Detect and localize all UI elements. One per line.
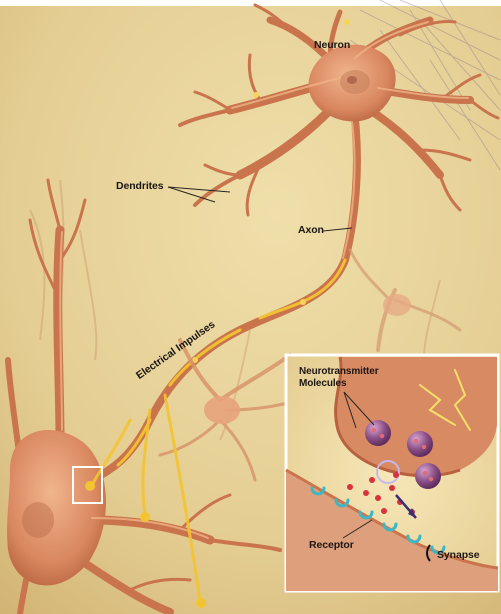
- receptor-label: Receptor: [309, 539, 354, 551]
- axon-label: Axon: [298, 224, 324, 236]
- neurotransmitter-molecules-label: Neurotransmitter Molecules: [299, 366, 377, 390]
- neuron-label: Neuron: [314, 39, 350, 51]
- synapse-label: Synapse: [437, 549, 480, 561]
- dendrites-label: Dendrites: [116, 180, 164, 192]
